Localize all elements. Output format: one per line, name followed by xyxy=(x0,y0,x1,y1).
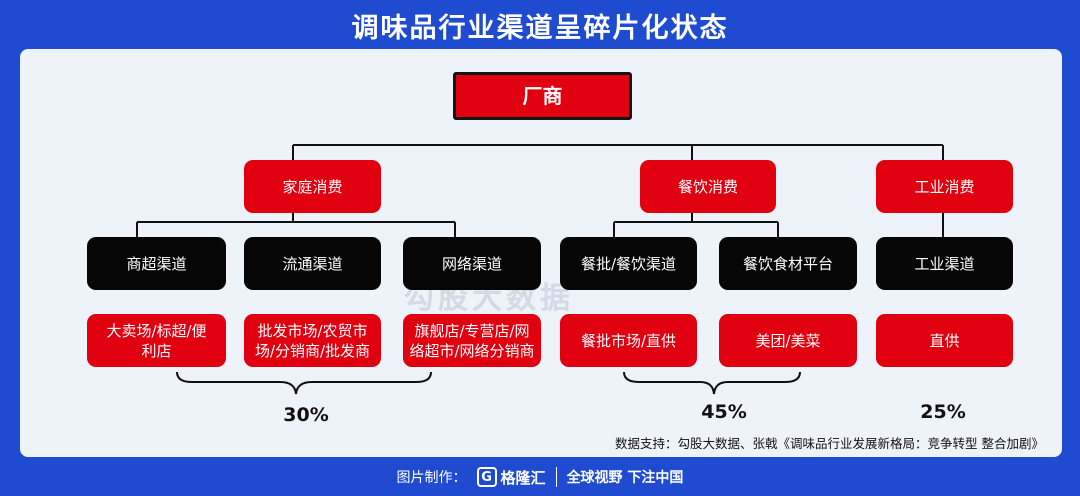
logo-icon: G xyxy=(476,467,497,487)
channel-catering-ingredient-platform: 餐饮食材平台 xyxy=(719,237,857,290)
outlet-direct-supply: 直供 xyxy=(876,314,1013,367)
footer: 图片制作： G 格隆汇 全球视野 下注中国 xyxy=(0,462,1080,492)
share-industrial: 25% xyxy=(920,401,966,423)
made-by-label: 图片制作： xyxy=(396,470,467,486)
category-industrial-consumption: 工业消费 xyxy=(876,160,1013,213)
page-title: 调味品行业渠道呈碎片化状态 xyxy=(351,13,729,44)
outlet-catering-wholesale: 餐批市场/直供 xyxy=(560,314,697,367)
connector-lines xyxy=(136,144,944,395)
bracket-catering xyxy=(623,371,801,395)
footer-slogan: 全球视野 下注中国 xyxy=(566,470,684,486)
category-family-consumption: 家庭消费 xyxy=(244,160,381,213)
outlet-supermarket: 大卖场/标超/便利店 xyxy=(87,314,226,367)
share-family: 30% xyxy=(283,404,329,426)
outlet-distribution: 批发市场/农贸市场/分销商/批发商 xyxy=(244,314,381,367)
root-node-manufacturer: 厂商 xyxy=(453,72,632,120)
channel-supermarket: 商超渠道 xyxy=(87,237,226,290)
channel-catering-wholesale: 餐批/餐饮渠道 xyxy=(560,237,697,290)
share-catering: 45% xyxy=(701,401,747,423)
category-catering-consumption: 餐饮消费 xyxy=(640,160,776,213)
outlet-online: 旗舰店/专营店/网络超市/网络分销商 xyxy=(403,314,541,367)
diagram-panel: 勾股大数据 厂商 家庭消费 餐饮消费 工业消费 商超渠道 流通渠道 网络渠道 餐… xyxy=(20,49,1062,457)
footer-divider xyxy=(555,467,557,487)
channel-industrial: 工业渠道 xyxy=(876,237,1013,290)
bracket-family xyxy=(176,371,432,395)
logo-text: 格隆汇 xyxy=(500,468,546,487)
channel-distribution: 流通渠道 xyxy=(244,237,381,290)
outlet-meituan-meicai: 美团/美菜 xyxy=(719,314,857,367)
data-source-note: 数据支持：勾股大数据、张戟《调味品行业发展新格局：竞争转型 整合加剧》 xyxy=(615,436,1044,451)
channel-online: 网络渠道 xyxy=(403,237,541,290)
brand-logo: G 格隆汇 xyxy=(476,467,546,488)
